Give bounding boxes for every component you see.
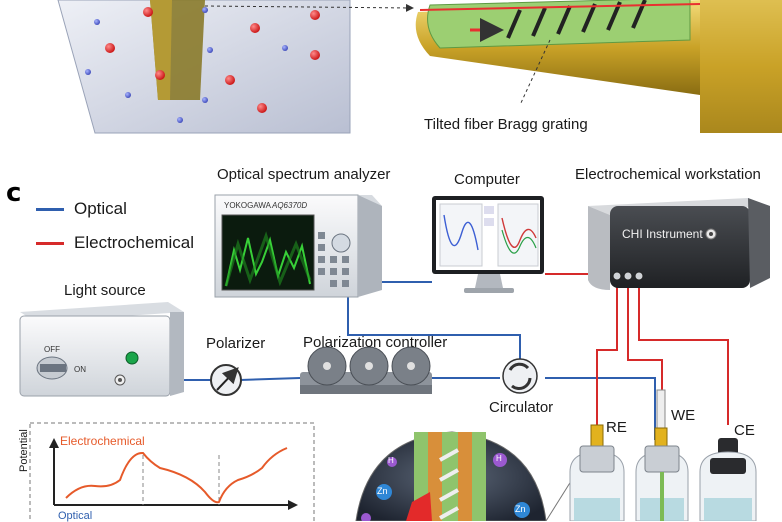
osa-brand: YOKOGAWA: [224, 201, 271, 210]
label-polarizer: Polarizer: [206, 335, 266, 352]
ions-blue: [85, 7, 288, 123]
panel-letter: c: [6, 178, 22, 208]
legend-electrochemical-line: [36, 242, 64, 245]
electrochemical-paths: [545, 273, 729, 425]
label-light-source: Light source: [64, 282, 146, 299]
light-source[interactable]: [19, 302, 184, 397]
inset-graph: [29, 422, 315, 521]
ion-h-1: H: [388, 456, 394, 465]
ions-red: [105, 7, 320, 113]
inset-curve-label: Electrochemical: [60, 434, 145, 448]
electrode-zoom: [355, 431, 579, 521]
label-osa: Optical spectrum analyzer: [217, 166, 391, 183]
ion-h-2: H: [496, 454, 502, 463]
electrolyte-box: [57, 0, 351, 134]
zoom-ions: [361, 453, 530, 521]
ion-zn-2: Zn: [515, 504, 526, 514]
cell-re: [569, 424, 625, 521]
polarizer[interactable]: [210, 364, 242, 396]
electrochemical-cells: [569, 389, 757, 521]
osa-device[interactable]: [214, 194, 382, 298]
workstation-ports: [612, 271, 644, 281]
legend-electrochemical-label: Electrochemical: [74, 233, 194, 252]
legend-optical-label: Optical: [74, 199, 127, 218]
tfbg-fiber: [415, 0, 782, 133]
osa-model: AQ6370D: [272, 201, 308, 210]
label-tfbg: Tilted fiber Bragg grating: [424, 116, 588, 133]
switch-on-label: ON: [74, 365, 86, 374]
label-we: WE: [671, 407, 696, 424]
label-workstation: Electrochemical workstation: [575, 166, 761, 183]
zoom-grating: [439, 448, 459, 520]
inset-optical-label: Optical: [58, 510, 93, 522]
cell-ce: [699, 438, 757, 521]
cell-we: [635, 389, 689, 521]
label-pol-controller: Polarization controller: [303, 334, 448, 351]
legend-optical-line: [36, 208, 64, 211]
ion-zn-1: Zn: [377, 486, 388, 496]
label-computer: Computer: [454, 171, 520, 188]
switch-off-label: OFF: [44, 345, 60, 354]
workstation-name: CHI Instrument: [622, 227, 703, 241]
inset-y-axis-label: Potential: [18, 429, 30, 472]
electrochemical-workstation[interactable]: [588, 198, 770, 290]
zoom-connector: [204, 3, 414, 12]
computer[interactable]: [432, 196, 544, 293]
osa-keypad: [318, 232, 349, 287]
label-ce: CE: [734, 422, 755, 439]
label-re: RE: [606, 419, 627, 436]
circulator[interactable]: [502, 358, 538, 394]
polarization-controller[interactable]: [300, 346, 432, 394]
label-circulator: Circulator: [489, 399, 554, 416]
